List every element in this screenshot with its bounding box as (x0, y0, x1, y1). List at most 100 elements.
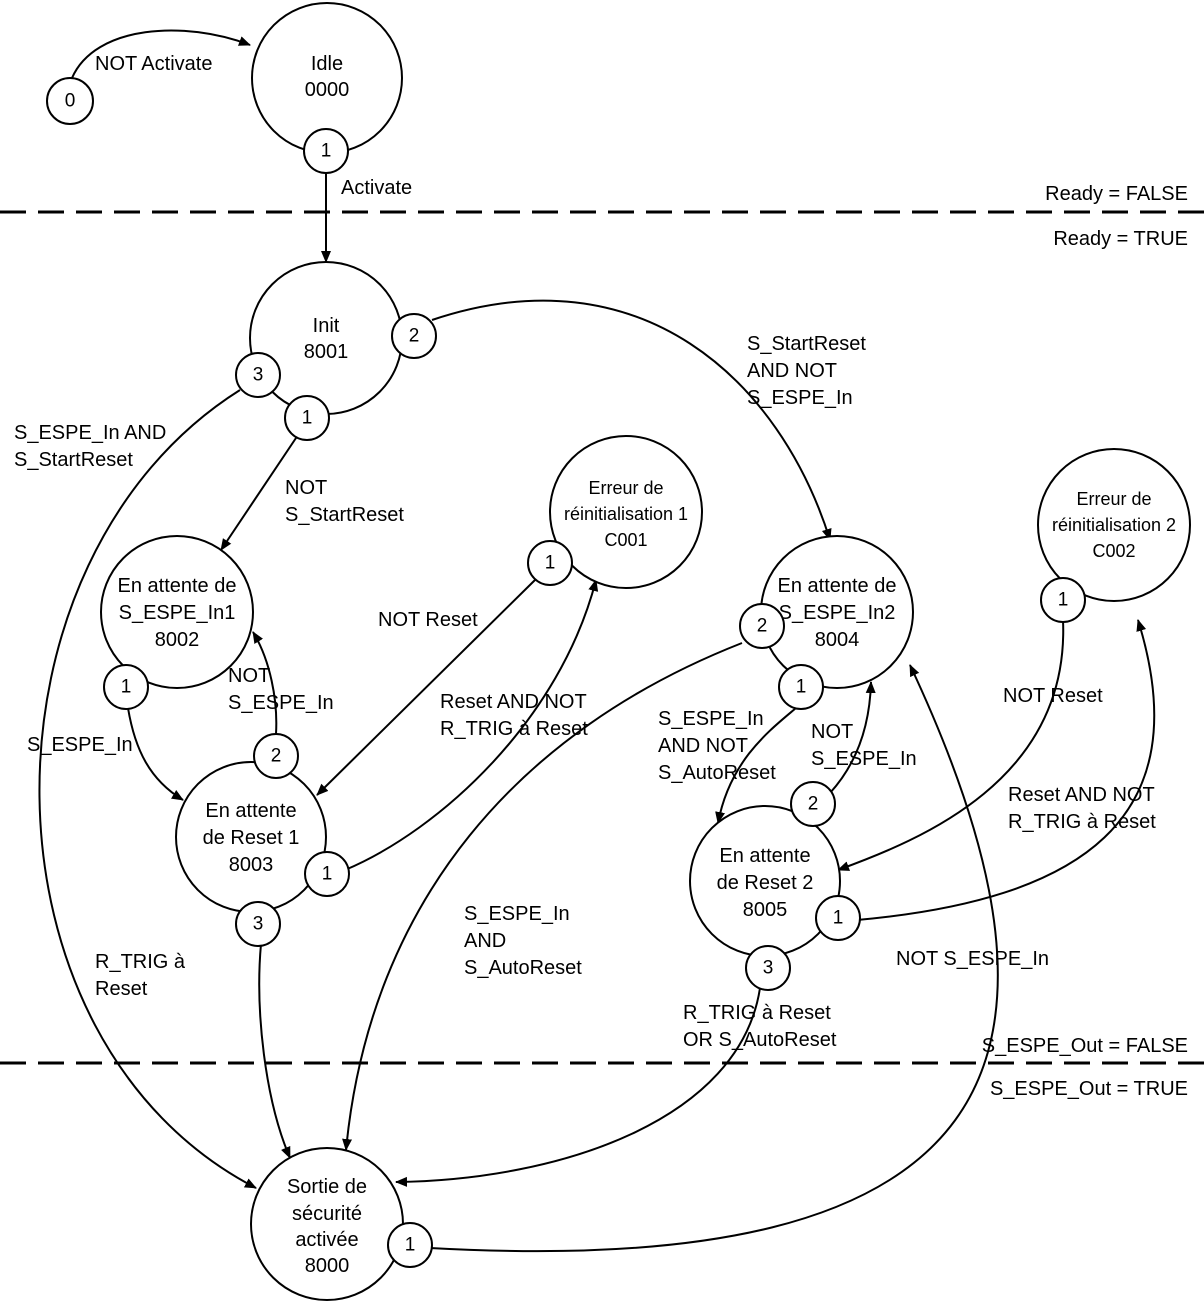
state-safe-out-line2: sécurité (292, 1203, 362, 1225)
port-error2-1: 1 (1040, 577, 1086, 623)
port-wait-reset2-3-label: 3 (763, 958, 774, 979)
port-wait-in2-2: 2 (739, 603, 785, 649)
label-in-and-auto-line1: S_ESPE_In (464, 903, 570, 925)
state-wait-reset1-code: 8003 (229, 854, 274, 876)
state-error2-line1: Erreur de (1076, 489, 1151, 509)
state-wait-reset1-line1: En attente (205, 800, 296, 822)
label-activate: Activate (341, 177, 412, 199)
state-idle-code: 0000 (305, 79, 350, 101)
label-in-and-start-reset-1: S_ESPE_In AND (14, 422, 166, 444)
label-not-activate: NOT Activate (95, 53, 212, 75)
port-wait-reset1-3-label: 3 (253, 914, 264, 935)
edge-wait-reset2-to-wait-in2 (829, 681, 876, 794)
state-error2-code: C002 (1092, 541, 1135, 561)
label-not-reset-2: NOT Reset (1003, 685, 1103, 707)
edge-wait-in2-to-safe-out (342, 642, 743, 1151)
state-safe-out-line1: Sortie de (287, 1176, 367, 1198)
port-init-1-label: 1 (302, 408, 313, 429)
edge-init-to-wait-in2 (431, 299, 832, 541)
state-wait-reset1: En attente de Reset 1 8003 (175, 761, 327, 913)
transition-labels: NOT Activate Activate S_StartReset AND N… (14, 53, 1156, 1051)
label-not-start-reset-2: S_StartReset (285, 504, 404, 526)
port-init-2-label: 2 (409, 326, 420, 347)
state-error1-circle (549, 435, 703, 589)
port-wait-reset1-2-label: 2 (271, 746, 282, 767)
state-init-code: 8001 (304, 341, 349, 363)
state-error2: Erreur de réinitialisation 2 C002 (1037, 448, 1191, 602)
state-wait-reset2-line2: de Reset 2 (717, 872, 814, 894)
port-wait-in1-1: 1 (103, 664, 149, 710)
label-rtrig-1-line1: R_TRIG à (95, 951, 186, 973)
edge-wait-reset2-to-safe-out (395, 987, 761, 1187)
label-not-in-2-line2: S_ESPE_In (811, 748, 917, 770)
port-wait-reset1-3: 3 (235, 901, 281, 947)
edge-safe-out-to-wait-in2 (429, 664, 999, 1253)
port-wait-reset1-2: 2 (253, 733, 299, 779)
port-error1-1: 1 (527, 540, 573, 586)
port-wait-reset1-1-label: 1 (322, 864, 333, 885)
state-error1-code: C001 (604, 530, 647, 550)
label-start-reset-not-in-3: S_ESPE_In (747, 387, 853, 409)
label-start-reset-not-in-2: AND NOT (747, 360, 837, 382)
edge-wait-reset2-to-error2 (856, 619, 1156, 921)
state-error2-circle (1037, 448, 1191, 602)
state-wait-in2: En attente de S_ESPE_In2 8004 (760, 535, 914, 689)
state-wait-reset2-line1: En attente (719, 845, 810, 867)
label-in-and-auto-line2: AND (464, 930, 506, 952)
edge-wait-reset1-to-wait-in1 (252, 631, 278, 735)
label-in-and-not-auto-line2: AND NOT (658, 735, 748, 757)
port-start-label: 0 (65, 91, 76, 112)
port-safe-out-1-label: 1 (405, 1235, 416, 1256)
port-wait-in2-2-label: 2 (757, 616, 768, 637)
label-start-reset-not-in-1: S_StartReset (747, 333, 866, 355)
edge-error2-to-wait-reset2 (837, 619, 1065, 871)
state-wait-in2-code: 8004 (815, 629, 860, 651)
edge-error1-to-wait-reset1 (316, 579, 536, 796)
port-wait-reset2-2-label: 2 (808, 794, 819, 815)
label-rtrig-1-line2: Reset (95, 978, 148, 1000)
port-start: 0 (46, 77, 94, 125)
state-idle: Idle 0000 (251, 2, 403, 154)
port-wait-reset1-1: 1 (304, 851, 350, 897)
state-safe-out-line3: activée (295, 1229, 358, 1251)
label-reset-not-trig-2-line1: Reset AND NOT (1008, 784, 1155, 806)
label-reset-not-trig-1-line2: R_TRIG à Reset (440, 718, 588, 740)
state-wait-reset1-line2: de Reset 1 (203, 827, 300, 849)
state-init-name: Init (313, 315, 340, 337)
port-wait-reset2-1: 1 (815, 895, 861, 941)
label-not-in-1-line2: S_ESPE_In (228, 692, 334, 714)
state-error1-line1: Erreur de (588, 478, 663, 498)
label-rtrig-or-auto-line1: R_TRIG à Reset (683, 1002, 831, 1024)
port-error1-1-label: 1 (545, 553, 556, 574)
zone-ready-true: Ready = TRUE (1053, 228, 1188, 250)
state-wait-in1-line1: En attente de (118, 575, 237, 597)
label-not-in-2-line1: NOT (811, 721, 853, 743)
zone-output-true: S_ESPE_Out = TRUE (990, 1078, 1188, 1100)
edge-init-to-safe-out (38, 389, 257, 1189)
port-init-3: 3 (235, 352, 281, 398)
state-error2-line2: réinitialisation 2 (1052, 515, 1176, 535)
label-in-and-start-reset-2: S_StartReset (14, 449, 133, 471)
label-in-and-not-auto-line1: S_ESPE_In (658, 708, 764, 730)
port-wait-reset2-3: 3 (745, 945, 791, 991)
label-rtrig-or-auto-line2: OR S_AutoReset (683, 1029, 837, 1051)
state-wait-reset2: En attente de Reset 2 8005 (689, 805, 841, 957)
state-wait-in1-circle (100, 535, 254, 689)
state-wait-reset2-code: 8005 (743, 899, 788, 921)
state-wait-in1: En attente de S_ESPE_In1 8002 (100, 535, 254, 689)
port-idle-1-label: 1 (321, 141, 332, 162)
transitions (38, 29, 1156, 1253)
label-not-in-out: NOT S_ESPE_In (896, 948, 1049, 970)
edge-init-to-wait-in1 (220, 434, 299, 551)
state-wait-in2-line1: En attente de (778, 575, 897, 597)
port-wait-reset2-2: 2 (790, 781, 836, 827)
port-wait-in2-1-label: 1 (796, 677, 807, 698)
label-not-reset-1: NOT Reset (378, 609, 478, 631)
label-not-start-reset-1: NOT (285, 477, 327, 499)
edge-start-to-idle (71, 29, 251, 79)
label-in-1: S_ESPE_In (27, 734, 133, 756)
port-wait-reset2-1-label: 1 (833, 908, 844, 929)
label-not-in-1-line1: NOT (228, 665, 270, 687)
edge-wait-reset1-to-error1 (344, 579, 599, 871)
